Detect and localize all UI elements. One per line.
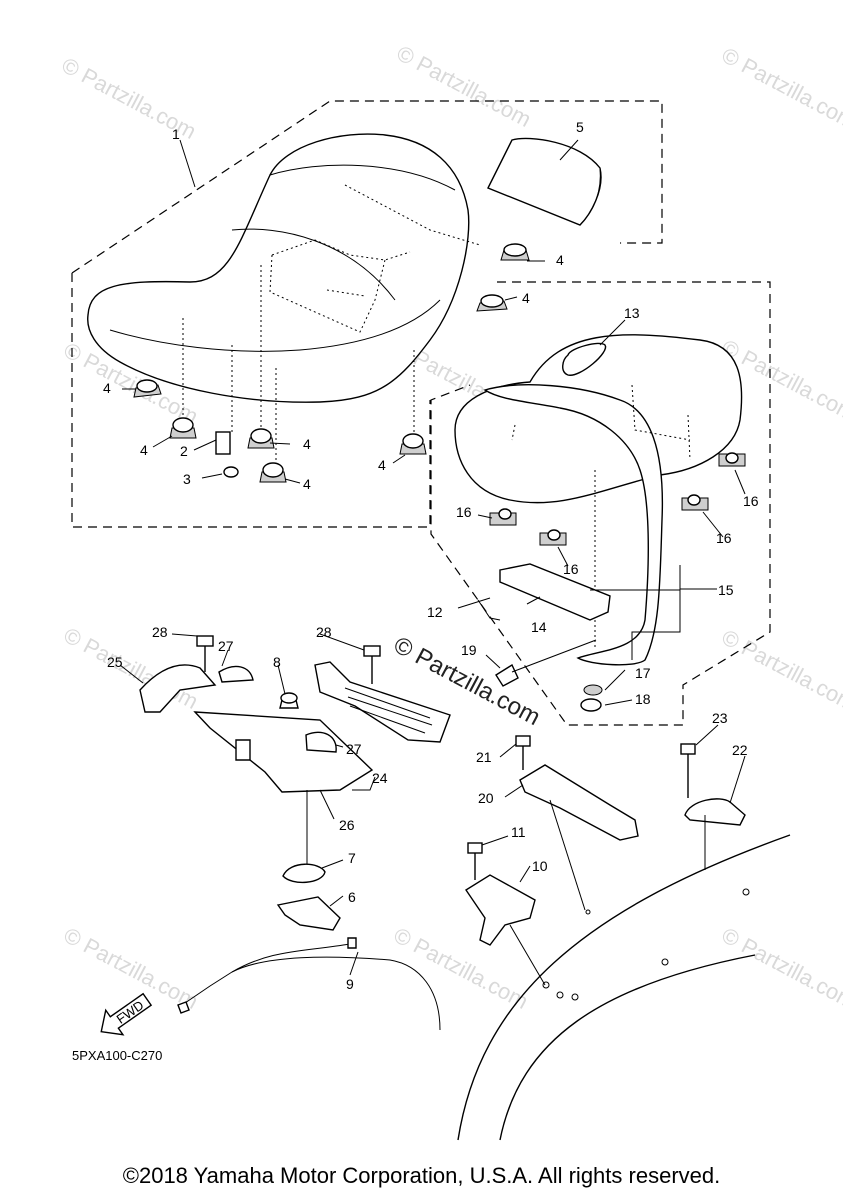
watermark: © Partzilla.com xyxy=(718,624,843,716)
callout-23: 23 xyxy=(712,710,728,726)
diagram-code: 5PXA100-C270 xyxy=(72,1048,162,1063)
callout-1: 1 xyxy=(172,126,180,142)
callout-22: 22 xyxy=(732,742,748,758)
copyright-text: ©2018 Yamaha Motor Corporation, U.S.A. A… xyxy=(122,1163,721,1188)
callout-18: 18 xyxy=(635,691,651,707)
callout-19: 19 xyxy=(461,642,477,658)
lock-group xyxy=(177,863,441,1031)
rear-seat-assembly-outline xyxy=(430,281,771,726)
rear-seat-part-12 xyxy=(454,334,746,712)
seat-assembly-outline xyxy=(71,100,663,528)
mount-group xyxy=(465,735,746,986)
watermark: © Partzilla.com xyxy=(393,40,536,132)
leader-lines xyxy=(119,139,746,976)
watermark: © Partzilla.com xyxy=(60,922,203,1014)
bracket-group xyxy=(139,635,451,868)
callouts: 1 2 3 4 4 4 4 4 4 4 5 6 7 8 9 10 11 12 1… xyxy=(103,119,759,992)
callout-4: 4 xyxy=(303,436,311,452)
callout-3: 3 xyxy=(183,471,191,487)
callout-12: 12 xyxy=(427,604,443,620)
callout-8: 8 xyxy=(273,654,281,670)
callout-28: 28 xyxy=(152,624,168,640)
callout-4: 4 xyxy=(303,476,311,492)
callout-4: 4 xyxy=(378,457,386,473)
watermark: © Partzilla.com xyxy=(718,922,843,1014)
watermark: © Partzilla.com xyxy=(718,42,843,134)
callout-13: 13 xyxy=(624,305,640,321)
callout-4: 4 xyxy=(556,252,564,268)
callout-7: 7 xyxy=(348,850,356,866)
damper-group xyxy=(133,243,530,483)
callout-4: 4 xyxy=(103,380,111,396)
callout-28: 28 xyxy=(316,624,332,640)
callout-17: 17 xyxy=(635,665,651,681)
callout-2: 2 xyxy=(180,443,188,459)
callout-24: 24 xyxy=(372,770,388,786)
callout-27: 27 xyxy=(346,741,362,757)
callout-16: 16 xyxy=(456,504,472,520)
callout-16: 16 xyxy=(563,561,579,577)
callout-25: 25 xyxy=(107,654,123,670)
callout-16: 16 xyxy=(743,493,759,509)
callout-20: 20 xyxy=(478,790,494,806)
callout-9: 9 xyxy=(346,976,354,992)
callout-14: 14 xyxy=(531,619,547,635)
callout-11: 11 xyxy=(511,824,526,840)
callout-15: 15 xyxy=(718,582,734,598)
callout-21: 21 xyxy=(476,749,492,765)
callout-6: 6 xyxy=(348,889,356,905)
callout-16: 16 xyxy=(716,530,732,546)
fwd-arrow-icon: FWD xyxy=(100,992,153,1036)
callout-4: 4 xyxy=(140,442,148,458)
callout-5: 5 xyxy=(576,119,584,135)
callout-26: 26 xyxy=(339,817,355,833)
callout-10: 10 xyxy=(532,858,548,874)
fender xyxy=(457,834,791,1141)
pad-part-5 xyxy=(487,137,602,226)
callout-27: 27 xyxy=(218,638,234,654)
callout-4: 4 xyxy=(522,290,530,306)
seat-part-1 xyxy=(87,133,481,403)
